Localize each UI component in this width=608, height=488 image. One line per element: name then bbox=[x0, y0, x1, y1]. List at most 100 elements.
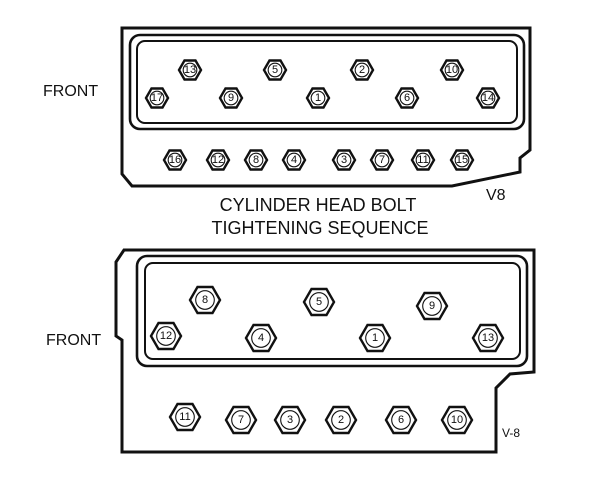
bolt-1: 1 bbox=[358, 323, 392, 353]
bolt-hex-icon bbox=[384, 405, 418, 435]
top-engine-label: V8 bbox=[486, 187, 506, 204]
bolt-14: 14 bbox=[475, 87, 501, 109]
bolt-number: 12 bbox=[160, 330, 172, 342]
bolt-ring bbox=[175, 407, 195, 427]
bolt-hex-icon bbox=[224, 405, 258, 435]
bottom-head-outline bbox=[114, 248, 536, 454]
bolt-ring bbox=[415, 152, 431, 168]
bolt-17: 17 bbox=[144, 87, 170, 109]
bolt-number: 5 bbox=[272, 64, 278, 76]
bolt-number: 10 bbox=[451, 414, 463, 426]
bolt-number: 10 bbox=[446, 64, 458, 76]
bolt-10: 10 bbox=[439, 59, 465, 81]
bolt-number: 12 bbox=[212, 154, 224, 166]
bolt-number: 4 bbox=[291, 154, 297, 166]
bolt-number: 8 bbox=[253, 154, 259, 166]
bolt-ring bbox=[454, 152, 470, 168]
bolt-number: 16 bbox=[169, 154, 181, 166]
bolt-number: 2 bbox=[359, 64, 365, 76]
bolt-ring bbox=[422, 296, 442, 316]
bottom-cylinder-head bbox=[114, 248, 536, 454]
bolt-number: 6 bbox=[398, 414, 404, 426]
bolt-7: 7 bbox=[369, 149, 395, 171]
bolt-2: 2 bbox=[324, 405, 358, 435]
bolt-number: 9 bbox=[429, 300, 435, 312]
bolt-number: 13 bbox=[482, 332, 494, 344]
top-deck-outer bbox=[128, 33, 526, 131]
bolt-11: 11 bbox=[410, 149, 436, 171]
bolt-number: 6 bbox=[404, 92, 410, 104]
bolt-13: 13 bbox=[177, 59, 203, 81]
bolt-number: 14 bbox=[482, 92, 494, 104]
bolt-4: 4 bbox=[244, 323, 278, 353]
bolt-number: 4 bbox=[258, 332, 264, 344]
bolt-12: 12 bbox=[149, 321, 183, 351]
bolt-number: 17 bbox=[151, 92, 163, 104]
bolt-ring bbox=[309, 292, 329, 312]
bolt-number: 3 bbox=[341, 154, 347, 166]
bolt-number: 11 bbox=[417, 154, 428, 166]
bottom-engine-label: V-8 bbox=[502, 426, 520, 440]
bolt-10: 10 bbox=[440, 405, 474, 435]
bottom-bolt-group: 8 5 9 12 4 1 13 11 7 3 2 6 10 bbox=[149, 285, 505, 435]
caption-line-2: TIGHTENING SEQUENCE bbox=[211, 218, 428, 238]
bolt-ring bbox=[167, 152, 183, 168]
bolt-number: 2 bbox=[338, 414, 344, 426]
bolt-ring bbox=[354, 62, 370, 78]
bolt-11: 11 bbox=[168, 402, 202, 432]
bolt-ring bbox=[478, 328, 498, 348]
bolt-ring bbox=[391, 410, 411, 430]
bolt-ring bbox=[248, 152, 264, 168]
bolt-3: 3 bbox=[331, 149, 357, 171]
bolt-number: 9 bbox=[228, 92, 234, 104]
top-deck-inner bbox=[136, 40, 518, 124]
bolt-number: 1 bbox=[315, 92, 321, 104]
bolt-hex-icon bbox=[273, 405, 307, 435]
bolt-hex-icon bbox=[440, 405, 474, 435]
bolt-1: 1 bbox=[305, 87, 331, 109]
bolt-number: 5 bbox=[316, 296, 322, 308]
bolt-ring bbox=[480, 90, 496, 106]
bolt-9: 9 bbox=[218, 87, 244, 109]
bottom-front-label: FRONT bbox=[46, 332, 101, 349]
bolt-hex-icon bbox=[168, 402, 202, 432]
bolt-ring bbox=[195, 290, 215, 310]
bolt-number: 13 bbox=[184, 64, 196, 76]
bolt-9: 9 bbox=[415, 291, 449, 321]
bolt-ring bbox=[331, 410, 351, 430]
bolt-hex-icon bbox=[302, 287, 336, 317]
bolt-2: 2 bbox=[349, 59, 375, 81]
bolt-7: 7 bbox=[224, 405, 258, 435]
bolt-ring bbox=[267, 62, 283, 78]
bolt-16: 16 bbox=[162, 149, 188, 171]
bolt-ring bbox=[156, 326, 176, 346]
bolt-ring bbox=[374, 152, 390, 168]
bolt-ring bbox=[251, 328, 271, 348]
bolt-4: 4 bbox=[281, 149, 307, 171]
bolt-3: 3 bbox=[273, 405, 307, 435]
bolt-ring bbox=[447, 410, 467, 430]
top-front-label: FRONT bbox=[43, 83, 98, 100]
bolt-hex-icon bbox=[324, 405, 358, 435]
bolt-ring bbox=[336, 152, 352, 168]
bolt-number: 3 bbox=[287, 414, 293, 426]
bolt-8: 8 bbox=[188, 285, 222, 315]
caption-line-1: CYLINDER HEAD BOLT bbox=[220, 195, 417, 215]
bolt-hex-icon bbox=[244, 323, 278, 353]
bolt-hex-icon bbox=[415, 291, 449, 321]
bolt-6: 6 bbox=[384, 405, 418, 435]
bolt-ring bbox=[286, 152, 302, 168]
bolt-ring bbox=[444, 62, 460, 78]
bolt-number: 11 bbox=[179, 411, 190, 423]
bolt-hex-icon bbox=[188, 285, 222, 315]
bolt-8: 8 bbox=[243, 149, 269, 171]
bolt-hex-icon bbox=[149, 321, 183, 351]
bolt-hex-icon bbox=[358, 323, 392, 353]
bolt-ring bbox=[182, 62, 198, 78]
top-head-outline bbox=[120, 26, 532, 188]
bolt-ring bbox=[210, 152, 226, 168]
bolt-13: 13 bbox=[471, 323, 505, 353]
bolt-number: 7 bbox=[238, 414, 244, 426]
